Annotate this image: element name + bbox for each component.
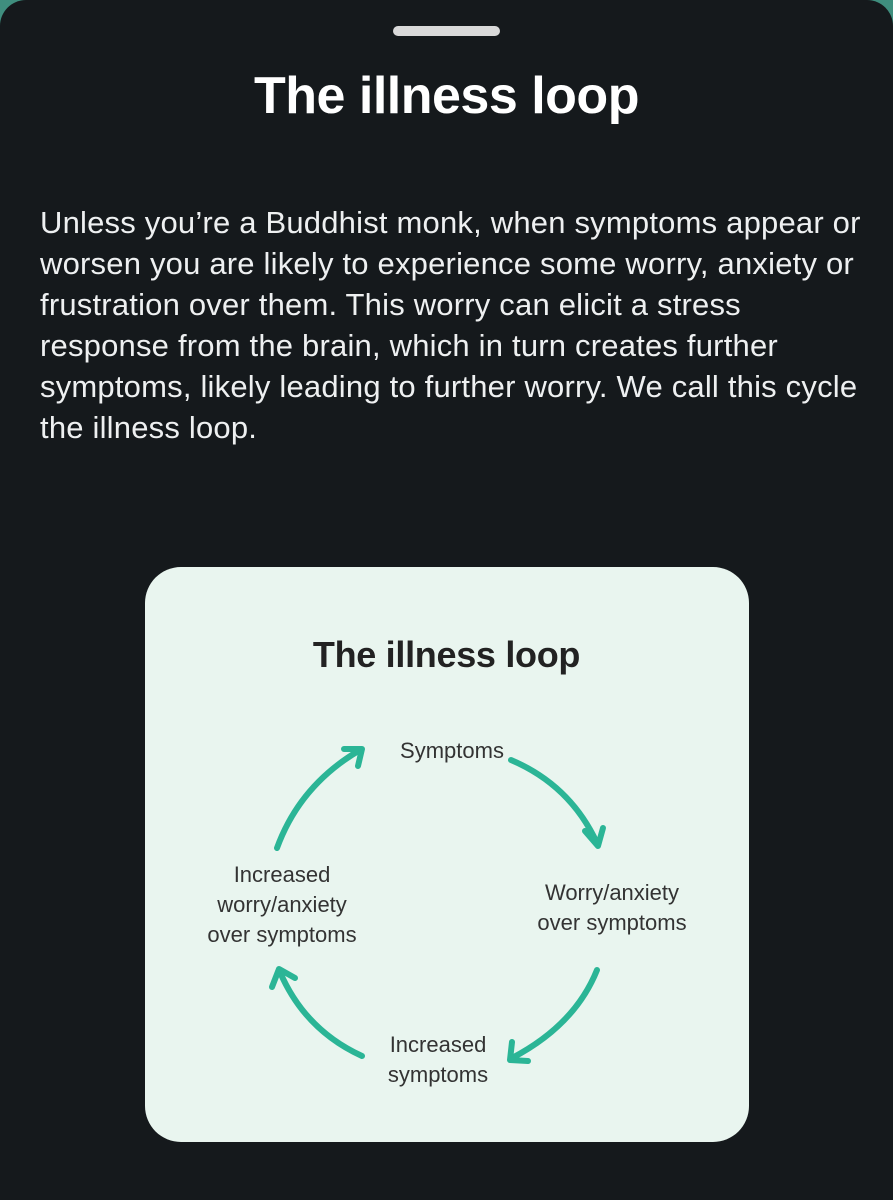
node-worry-line-1: Worry/anxiety [544,880,680,905]
arrow-right-to-bottom [509,967,600,1061]
diagram-title: The illness loop [312,634,581,675]
node-increased-symptoms: Increased symptoms [318,1030,558,1090]
node-symptoms-label: Symptoms [400,738,504,763]
node-increased-symptoms-line-1: Increased [389,1032,487,1057]
node-increased-worry-line-1: Increased [233,862,331,887]
arrow-top-to-right [508,757,600,846]
page-title: The illness loop [254,67,639,125]
arrowhead-left-to-top [341,746,365,769]
node-increased-worry-line-2: worry/anxiety [217,892,347,917]
arrow-left-to-top [274,747,363,851]
node-worry-line-2: over symptoms [537,910,687,935]
body-paragraph: Unless you’re a Buddhist monk, when symp… [40,205,861,445]
arrowhead-bottom-to-left [269,966,298,990]
arrow-bottom-to-left [277,969,365,1059]
arrowhead-top-to-right [582,825,606,849]
node-increased-symptoms-line-2: symptoms [387,1062,489,1087]
arrowhead-right-to-bottom [507,1039,531,1064]
node-increased-worry: Increased worry/anxiety over symptoms [162,860,402,950]
diagram-card [145,567,749,1142]
node-increased-worry-line-3: over symptoms [207,922,357,947]
node-worry-anxiety: Worry/anxiety over symptoms [492,878,732,938]
node-symptoms: Symptoms [332,736,572,766]
sheet-grabber-handle[interactable] [393,26,500,36]
